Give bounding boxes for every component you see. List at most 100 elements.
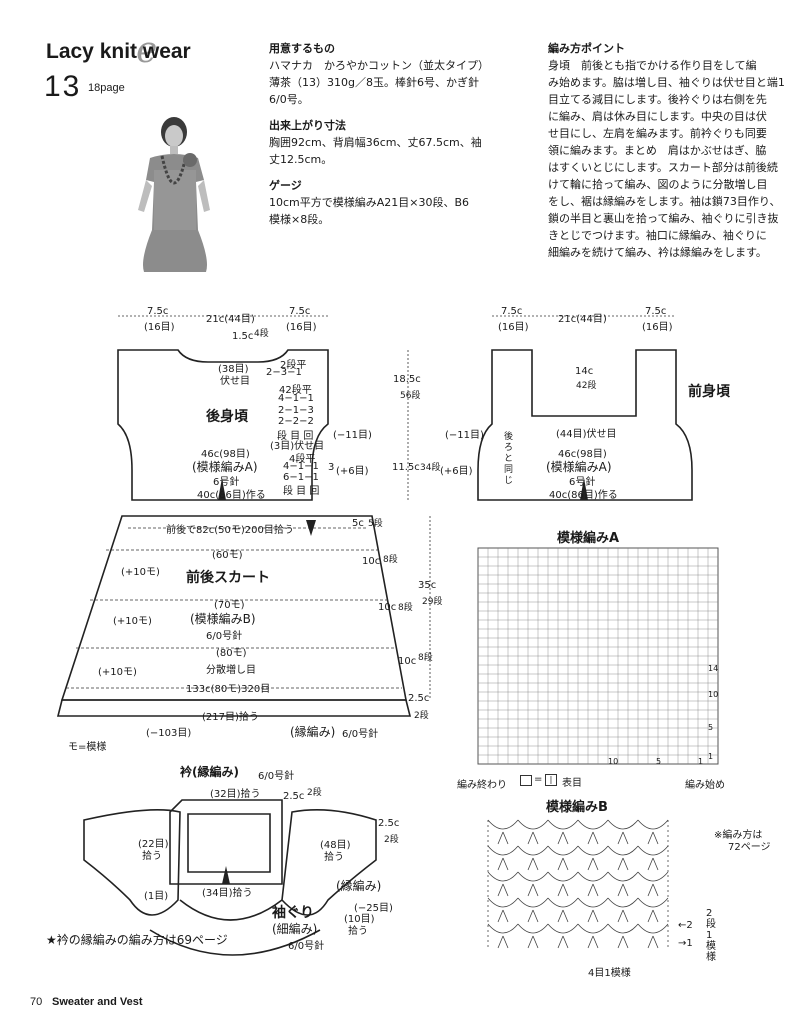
- repeat-legend: モ=模様: [68, 742, 107, 753]
- back-arm-dec-3: 2−2−2: [278, 416, 314, 427]
- decorative-script-letter: e: [136, 30, 158, 71]
- front-bust-width: 46c(98目): [558, 449, 607, 460]
- points-heading: 編み方ポイント: [548, 42, 625, 55]
- right-sleeve-outline: [281, 808, 377, 916]
- back-neck-dec-2: 2−3−1: [266, 367, 302, 378]
- materials-section: 用意するもの ハマナカ かろやかコットン（並太タイプ） 薄茶（13）310g／8…: [269, 40, 524, 228]
- skirt-repeat-60: (60モ): [212, 550, 243, 561]
- pattern-b-title: 模様編みB: [546, 800, 608, 815]
- armhole-height: 18.5c: [393, 374, 421, 385]
- sleeve-height: 2.5c: [378, 818, 400, 829]
- front-same-as-back: 後ろと同じ: [504, 432, 514, 486]
- points-line: せ目にし、左肩を編みます。前衿ぐりも同要: [548, 127, 767, 140]
- sleeve-pickup-label: 拾う: [324, 852, 344, 863]
- collar-pickup-top: (32目)拾う: [210, 789, 261, 800]
- collar-rows: 2段: [307, 788, 322, 798]
- armhole-pickup: (10目): [344, 914, 375, 925]
- gauge-line: 模様×8段。: [269, 213, 330, 226]
- pattern-a-legend-text: 表目: [562, 778, 582, 789]
- sleeve-dec: (−25目): [354, 903, 393, 914]
- front-neck-rows: 42段: [576, 381, 597, 391]
- pattern-b-row-1: →1: [678, 938, 693, 949]
- back-arm-bind: (3目)伏せ目: [270, 441, 325, 452]
- back-shoulder-left-sts: (16目): [144, 322, 175, 333]
- border-rows: 2段: [414, 711, 429, 721]
- materials-heading: 用意するもの: [269, 42, 335, 55]
- pattern-a-row-10: 10: [708, 690, 719, 699]
- pattern-a-col-5: 5: [656, 757, 662, 766]
- pattern-a-row-14: 14: [708, 664, 719, 673]
- back-inc-rows: 4段平: [289, 454, 316, 465]
- side-rows: 34段: [420, 463, 441, 473]
- back-neck-dec: 2段平: [280, 360, 307, 371]
- points-line: 目立てる減目にします。後衿ぐりは右側を先: [548, 93, 767, 106]
- back-inc-2: 6−1−1: [283, 472, 319, 483]
- skirt-hem-width: 133c(80モ)320目: [186, 684, 271, 695]
- collar-title: 衿(縁編み): [180, 765, 239, 779]
- skirt-needle: 6/0号針: [206, 631, 243, 642]
- points-line: 身頃 前後とも指でかける作り目をして編: [548, 59, 757, 72]
- collar-inner: [187, 813, 271, 873]
- size-line: 胸囲92cm、背肩幅36cm、丈67.5cm、袖: [269, 136, 482, 149]
- front-needle: 6号針: [569, 477, 596, 488]
- skirt-total-rows: 29段: [422, 597, 443, 607]
- skirt-pickup: 前後で82c(50モ)200目拾う: [166, 525, 294, 536]
- model-photo: [120, 110, 230, 275]
- book-title: Sweater and Vest: [52, 996, 143, 1008]
- photo-page-reference: 18page: [88, 82, 125, 94]
- pattern-b-chart: [487, 819, 669, 950]
- instructions-section: 編み方ポイント 身頃 前後とも指でかける作り目をして編 み始めます。脇は増し目、…: [548, 40, 793, 261]
- pattern-b-note-2: 72ページ: [728, 842, 771, 853]
- back-side-inc: (+6目): [336, 466, 369, 477]
- skirt-section-1-height: 10c: [362, 556, 381, 567]
- sleeve-rows: 2段: [384, 835, 399, 845]
- gauge-heading: ゲージ: [269, 179, 302, 192]
- front-bodice-label: 前身頃: [688, 384, 730, 400]
- front-cast-on: 40c(86目)作る: [549, 490, 618, 501]
- front-neck-width: 21c(44目): [558, 314, 607, 325]
- inc-count: 3: [328, 462, 335, 473]
- skirt-inc-1: (+10モ): [121, 567, 160, 578]
- skirt-border: [56, 699, 412, 717]
- skirt-repeat-80: (80モ): [216, 648, 247, 659]
- collar-pickup-side-label: 拾う: [142, 851, 162, 862]
- skirt-top-rows: 5段: [368, 519, 383, 529]
- points-line: はすくいとじにします。スカート部分は前後続: [548, 161, 778, 174]
- back-arm-legend: 段 目 回: [277, 431, 314, 442]
- front-shoulder-left-sts: (16目): [498, 322, 529, 333]
- back-arm-dec-2: 2−1−3: [278, 405, 314, 416]
- front-side-dec: (−11目): [445, 430, 484, 441]
- front-neck-bind: (44目)伏せ目: [556, 429, 617, 440]
- pattern-a-end: 編み終わり: [457, 780, 507, 791]
- points-line: に編み、肩は休み目にします。中央の目は伏: [548, 110, 767, 123]
- back-shoulder-right-width: 7.5c: [289, 306, 311, 317]
- border-height: 2.5c: [408, 693, 430, 704]
- pattern-b-row-2: ←2: [678, 920, 693, 931]
- pattern-a-col-1: 1: [698, 757, 704, 766]
- pattern-a-knit-symbol: |: [545, 774, 557, 786]
- pattern-number: 13: [44, 70, 82, 103]
- left-sleeve-outline: [83, 808, 181, 916]
- pattern-a-legend-eq: =: [534, 774, 543, 785]
- points-line: をし、裾は縁編みをします。袖は鎖73目作り、: [548, 195, 781, 208]
- pattern-a-row-1: 1: [708, 752, 714, 761]
- pattern-a-row-5: 5: [708, 723, 714, 732]
- back-neck-width: 21c(44目): [206, 314, 255, 325]
- back-bodice-label: 後身頃: [206, 409, 248, 425]
- skirt-total-height: 35c: [418, 580, 437, 591]
- sleeve-pickup: (48目): [320, 840, 351, 851]
- front-bodice-outline: [477, 349, 693, 501]
- skirt-repeat-70: (70モ): [214, 600, 245, 611]
- skirt-inc-3: (+10モ): [98, 667, 137, 678]
- pattern-b-note-1: ※編み方は: [714, 830, 763, 841]
- back-needle: 6号針: [213, 477, 240, 488]
- pattern-b-repeat-rows: 2段1模様: [706, 908, 716, 963]
- pattern-a-col-10: 10: [608, 757, 619, 766]
- size-heading: 出来上がり寸法: [269, 119, 346, 132]
- back-shoulder-left-width: 7.5c: [147, 306, 169, 317]
- back-neck-bind: (38目): [218, 364, 249, 375]
- back-bust-width: 46c(98目): [201, 449, 250, 460]
- skirt-section-2-height: 10c: [378, 602, 397, 613]
- collar-pickup-side: (22目): [138, 839, 169, 850]
- border-pickup: (217目)拾う: [202, 712, 259, 723]
